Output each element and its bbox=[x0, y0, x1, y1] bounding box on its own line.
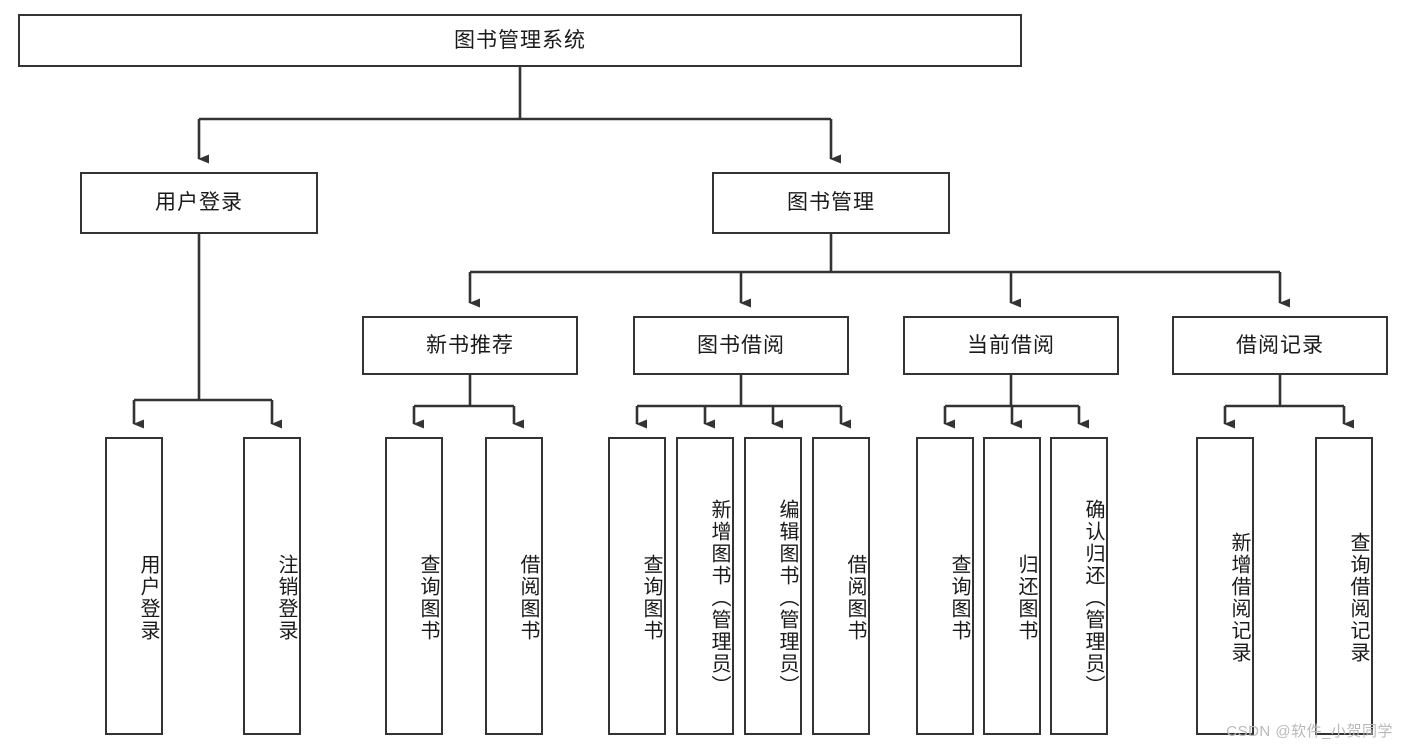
node-leaf-user-logout[interactable]: 注销登录 bbox=[243, 437, 301, 735]
node-new-book-rec[interactable]: 新书推荐 bbox=[362, 316, 578, 375]
node-label-leaf-query-book-cur: 查询图书 bbox=[948, 554, 970, 642]
node-label-leaf-edit-book: 编辑图书（管理员） bbox=[776, 499, 798, 697]
node-leaf-add-book[interactable]: 新增图书（管理员） bbox=[676, 437, 734, 735]
node-label-leaf-add-record: 新增借阅记录 bbox=[1228, 532, 1250, 664]
node-leaf-add-record[interactable]: 新增借阅记录 bbox=[1196, 437, 1254, 735]
node-label-book-manage: 图书管理 bbox=[787, 191, 875, 215]
node-label-leaf-return-book: 归还图书 bbox=[1015, 554, 1037, 642]
node-user-login[interactable]: 用户登录 bbox=[80, 172, 318, 234]
node-root[interactable]: 图书管理系统 bbox=[18, 14, 1022, 67]
node-leaf-borrow-book-rec[interactable]: 借阅图书 bbox=[485, 437, 543, 735]
node-borrow-record[interactable]: 借阅记录 bbox=[1172, 316, 1388, 375]
node-leaf-query-book-borrow[interactable]: 查询图书 bbox=[608, 437, 666, 735]
node-leaf-query-record[interactable]: 查询借阅记录 bbox=[1315, 437, 1373, 735]
node-leaf-return-book[interactable]: 归还图书 bbox=[983, 437, 1041, 735]
node-label-current-borrow: 当前借阅 bbox=[967, 333, 1055, 357]
node-label-leaf-add-book: 新增图书（管理员） bbox=[708, 499, 730, 697]
node-leaf-borrow-book[interactable]: 借阅图书 bbox=[812, 437, 870, 735]
node-label-leaf-confirm-return: 确认归还（管理员） bbox=[1082, 499, 1104, 697]
node-leaf-confirm-return[interactable]: 确认归还（管理员） bbox=[1050, 437, 1108, 735]
node-label-leaf-user-logout: 注销登录 bbox=[275, 554, 297, 642]
node-label-leaf-borrow-book-rec: 借阅图书 bbox=[517, 554, 539, 642]
node-book-manage[interactable]: 图书管理 bbox=[712, 172, 950, 234]
node-leaf-query-book-rec[interactable]: 查询图书 bbox=[385, 437, 443, 735]
node-label-book-borrow: 图书借阅 bbox=[697, 333, 785, 357]
node-book-borrow[interactable]: 图书借阅 bbox=[633, 316, 849, 375]
node-label-leaf-borrow-book: 借阅图书 bbox=[844, 554, 866, 642]
node-label-borrow-record: 借阅记录 bbox=[1236, 333, 1324, 357]
node-leaf-user-login[interactable]: 用户登录 bbox=[105, 437, 163, 735]
node-leaf-edit-book[interactable]: 编辑图书（管理员） bbox=[744, 437, 802, 735]
node-label-leaf-query-record: 查询借阅记录 bbox=[1347, 532, 1369, 664]
node-current-borrow[interactable]: 当前借阅 bbox=[903, 316, 1119, 375]
node-label-root: 图书管理系统 bbox=[454, 28, 586, 52]
csdn-watermark: CSDN @软件_小贺同学 bbox=[1226, 723, 1393, 740]
node-label-leaf-query-book-borrow: 查询图书 bbox=[640, 554, 662, 642]
node-label-leaf-user-login: 用户登录 bbox=[137, 554, 159, 642]
node-label-leaf-query-book-rec: 查询图书 bbox=[417, 554, 439, 642]
node-label-user-login: 用户登录 bbox=[155, 191, 243, 215]
node-leaf-query-book-cur[interactable]: 查询图书 bbox=[916, 437, 974, 735]
node-label-new-book-rec: 新书推荐 bbox=[426, 333, 514, 357]
